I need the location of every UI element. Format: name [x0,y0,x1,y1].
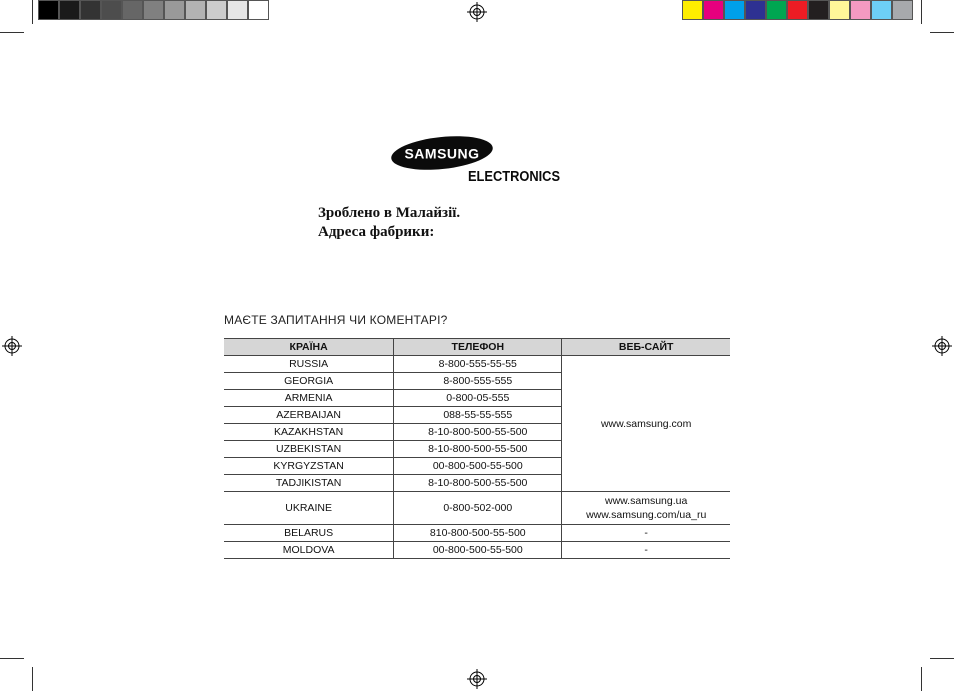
website-link-ua: www.samsung.ua [605,495,688,507]
color-swatch [871,0,892,20]
crop-mark-bottom-right-h [930,658,954,659]
gray-swatch [248,0,269,20]
questions-heading: МАЄТЕ ЗАПИТАННЯ ЧИ КОМЕНТАРІ? [224,313,448,327]
color-swatch [892,0,913,20]
gray-swatch [38,0,59,20]
color-swatch [808,0,829,20]
table-row: MOLDOVA 00-800-500-55-500 - [224,541,730,559]
gray-swatch [143,0,164,20]
gray-swatch [59,0,80,20]
phone-cell: 8-10-800-500-55-500 [393,474,562,492]
registration-mark-icon [2,336,22,356]
crop-mark-bottom-left-v [32,667,33,691]
header-country: КРАЇНА [224,338,394,356]
country-cell: AZERBAIJAN [224,406,394,424]
gray-swatch [122,0,143,20]
table-row: UKRAINE 0-800-502-000 www.samsung.ua www… [224,491,730,525]
registration-mark-icon [467,669,487,689]
crop-mark-top-right-v [921,0,922,24]
gray-swatch [164,0,185,20]
website-cell: - [561,541,730,559]
country-cell: MOLDOVA [224,541,394,559]
website-cell: www.samsung.com [561,355,730,492]
registration-mark-icon [467,2,487,22]
process-color-bar [682,0,913,22]
phone-cell: 810-800-500-55-500 [393,524,562,542]
phone-cell: 00-800-500-55-500 [393,457,562,475]
phone-cell: 0-800-502-000 [393,491,562,525]
gray-swatch [101,0,122,20]
country-cell: GEORGIA [224,372,394,390]
color-swatch [745,0,766,20]
color-swatch [724,0,745,20]
factory-address-label: Адреса фабрики: [318,224,435,240]
crop-mark-top-left-h [0,32,24,33]
website-link-ua-ru: www.samsung.com/ua_ru [586,509,707,521]
phone-cell: 8-800-555-55-55 [393,355,562,373]
crop-mark-bottom-left-h [0,658,24,659]
table-row: ARMENIA 0-800-05-555 [224,389,730,407]
country-cell: UZBEKISTAN [224,440,394,458]
table-row: BELARUS 810-800-500-55-500 - [224,524,730,542]
gray-swatch [80,0,101,20]
samsung-electronics-logo: SAMSUNG ELECTRONICS [391,136,560,185]
country-cell: ARMENIA [224,389,394,407]
color-swatch [766,0,787,20]
country-cell: KAZAKHSTAN [224,423,394,441]
registration-mark-icon [932,336,952,356]
crop-mark-bottom-right-v [921,667,922,691]
table-header-row: КРАЇНА ТЕЛЕФОН ВЕБ-САЙТ [224,338,730,356]
gray-swatch [185,0,206,20]
country-cell: RUSSIA [224,355,394,373]
phone-cell: 00-800-500-55-500 [393,541,562,559]
grayscale-color-bar [38,0,269,22]
country-cell: TADJIKISTAN [224,474,394,492]
country-cell: KYRGYZSTAN [224,457,394,475]
gray-swatch [206,0,227,20]
gray-swatch [227,0,248,20]
table-row: KYRGYZSTAN 00-800-500-55-500 [224,457,730,475]
table-row: TADJIKISTAN 8-10-800-500-55-500 [224,474,730,492]
country-cell: BELARUS [224,524,394,542]
phone-cell: 8-10-800-500-55-500 [393,440,562,458]
crop-mark-top-left-v [32,0,33,24]
color-swatch [850,0,871,20]
table-row: UZBEKISTAN 8-10-800-500-55-500 [224,440,730,458]
country-cell: UKRAINE [224,491,394,525]
electronics-wordmark: ELECTRONICS [468,169,560,185]
table-row: RUSSIA 8-800-555-55-55 www.samsung.com [224,355,730,492]
phone-cell: 8-10-800-500-55-500 [393,423,562,441]
header-website: ВЕБ-САЙТ [561,338,730,356]
color-swatch [787,0,808,20]
phone-cell: 8-800-555-555 [393,372,562,390]
phone-cell: 088-55-55-555 [393,406,562,424]
phone-cell: 0-800-05-555 [393,389,562,407]
table-row: GEORGIA 8-800-555-555 [224,372,730,390]
crop-mark-top-right-h [930,32,954,33]
website-cell: - [561,524,730,542]
color-swatch [682,0,703,20]
website-cell: www.samsung.ua www.samsung.com/ua_ru [561,491,730,525]
table-row: KAZAKHSTAN 8-10-800-500-55-500 [224,423,730,441]
contacts-table: КРАЇНА ТЕЛЕФОН ВЕБ-САЙТ RUSSIA 8-800-555… [224,338,730,559]
header-phone: ТЕЛЕФОН [393,338,562,356]
color-swatch [829,0,850,20]
samsung-wordmark: SAMSUNG [404,146,479,162]
table-row: AZERBAIJAN 088-55-55-555 [224,406,730,424]
color-swatch [703,0,724,20]
made-in-text: Зроблено в Малайзії. [318,205,461,221]
